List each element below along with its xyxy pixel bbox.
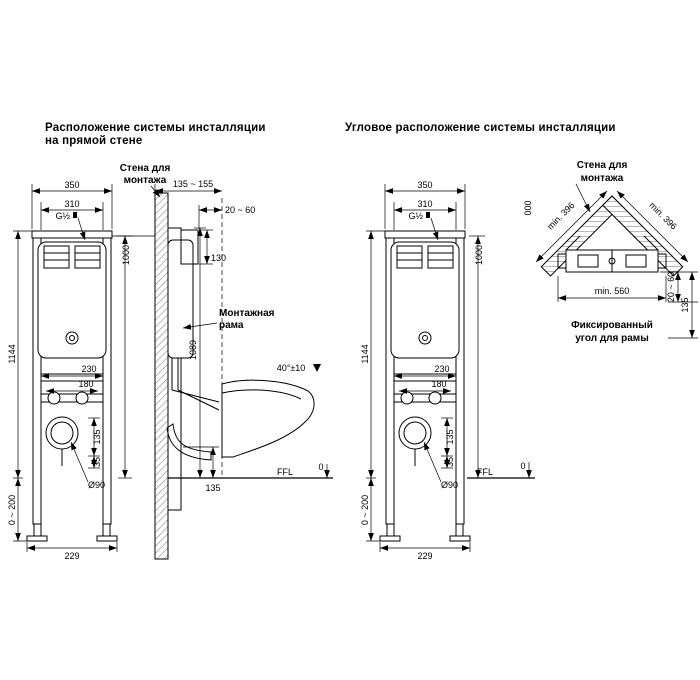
dim-min-396-left: min. 396 <box>545 200 576 231</box>
dim-135: 135 <box>92 429 102 444</box>
corner-view: Стена для монтажа 000 min. 396 min. 396 … <box>523 160 698 344</box>
drain-diameter-label: Ø90 <box>88 480 105 490</box>
ffl-label: FFL <box>477 467 493 477</box>
fixed-angle-label-line1: Фиксированный <box>571 320 653 331</box>
dim-35: 35 <box>92 457 102 467</box>
dim-1144: 1144 <box>7 344 17 363</box>
frame-label-line1: Монтажная <box>219 308 275 319</box>
dim-310: 310 <box>417 199 432 209</box>
dim-finish-range: 20 ~ 60 <box>666 272 676 302</box>
dim-350: 350 <box>64 180 79 190</box>
frame-front-view <box>26 230 118 542</box>
dim-135: 135 <box>445 429 455 444</box>
seat-angle-label: 40°±10 <box>277 363 306 373</box>
inlet-label: G½ <box>408 211 423 221</box>
right-title: Угловое расположение системы инсталляции <box>345 122 616 134</box>
frame-front-dimensions <box>366 184 485 552</box>
ffl-zero-label: 0 <box>520 461 525 471</box>
side-view-dimension-lines <box>150 184 330 478</box>
mounting-wall-section <box>154 192 169 560</box>
dim-230: 230 <box>434 364 449 374</box>
wall-label-line1: Стена для <box>120 163 171 174</box>
ffl-label: FFL <box>277 467 293 477</box>
dim-min-396-right: min. 396 <box>647 200 678 231</box>
left-side-view: Стена для монтажа 135 ~ 155 20 ~ 60 130 … <box>120 163 333 560</box>
corner-dimension-lines <box>535 183 698 339</box>
dim-finish-range: 20 ~ 60 <box>225 205 255 215</box>
dim-1000: 1000 <box>121 245 131 265</box>
dim-35: 35 <box>445 457 455 467</box>
toilet-bowl-profile <box>221 379 315 458</box>
frame-front-view <box>379 230 471 542</box>
dim-1089: 1089 <box>188 340 198 360</box>
dim-350: 350 <box>417 180 432 190</box>
dim-180: 180 <box>431 379 446 389</box>
fixed-angle-label-line2: угол для рамы <box>575 333 649 344</box>
dim-310: 310 <box>64 199 79 209</box>
frame-front-dimensions <box>13 184 132 552</box>
right-front-view: 350 310 G½ 1000 1144 0 ~ 200 230 180 135… <box>360 180 535 561</box>
left-front-view: 350 310 G½ 1000 1144 0 ~ 200 230 180 135… <box>7 180 155 561</box>
dim-1144: 1144 <box>360 344 370 363</box>
left-title-line2: на прямой стене <box>45 135 142 147</box>
drain-diameter-label: Ø90 <box>441 480 458 490</box>
left-title-line1: Расположение системы инсталляции <box>45 122 266 134</box>
left-drawing: Расположение системы инсталляции на прям… <box>7 122 333 561</box>
dim-130: 130 <box>211 253 226 263</box>
wall-label-line2: монтажа <box>124 175 167 186</box>
dim-1000: 1000 <box>474 245 484 265</box>
vertical-mark-label: 000 <box>523 200 533 215</box>
dim-drain-height: 135 <box>205 483 220 493</box>
right-drawing: Угловое расположение системы инсталляции… <box>345 122 698 561</box>
inlet-label: G½ <box>55 211 70 221</box>
ffl-zero-label: 0 <box>318 462 323 472</box>
frame-side-profile <box>166 227 220 511</box>
dim-230: 230 <box>81 364 96 374</box>
dim-180: 180 <box>78 379 93 389</box>
dim-leg-range: 0 ~ 200 <box>7 495 17 525</box>
frame-label-line2: рама <box>219 320 244 331</box>
dim-229: 229 <box>417 551 432 561</box>
dim-drain-height: 135 <box>680 297 690 312</box>
wall-label-line1: Стена для <box>577 160 628 171</box>
dim-depth-range: 135 ~ 155 <box>173 179 213 189</box>
dim-min-560: min. 560 <box>595 286 630 296</box>
angle-indicator-icon <box>313 364 321 372</box>
dim-229: 229 <box>64 551 79 561</box>
dim-leg-range: 0 ~ 200 <box>360 495 370 525</box>
wall-label-line2: монтажа <box>581 173 624 184</box>
frame-top-view <box>557 235 667 273</box>
